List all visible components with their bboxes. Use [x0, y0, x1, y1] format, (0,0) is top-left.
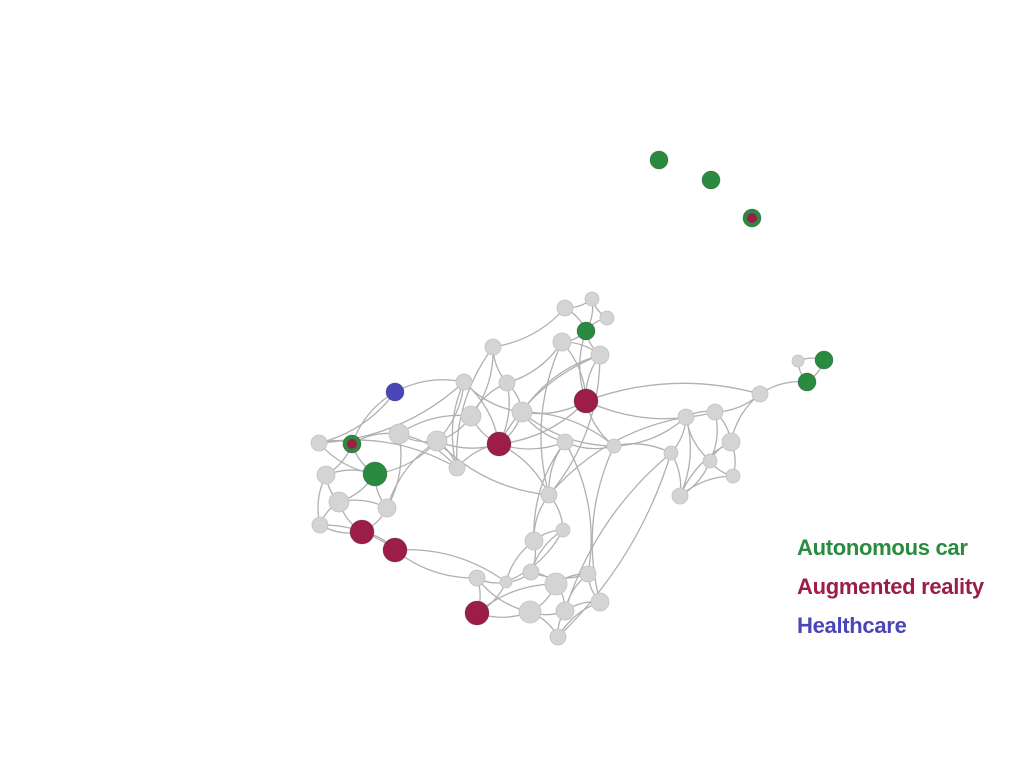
graph-node-other	[555, 601, 575, 621]
graph-edge	[548, 354, 601, 496]
graph-node-other	[328, 491, 350, 513]
graph-node-other	[552, 332, 572, 352]
graph-edge	[451, 381, 465, 469]
graph-node-autonomous-car	[649, 150, 669, 170]
graph-node-other	[540, 486, 558, 504]
graph-node-other	[455, 373, 473, 391]
graph-node-augmented-reality	[573, 388, 599, 414]
graph-node-other	[460, 405, 482, 427]
graph-node-other	[549, 628, 567, 646]
graph-node-other	[388, 423, 410, 445]
graph-node-autonomous-car	[701, 170, 721, 190]
edge-layer	[317, 298, 825, 638]
graph-edge	[521, 411, 615, 447]
graph-node-other	[377, 498, 397, 518]
graph-edge	[591, 445, 615, 603]
graph-node-healthcare	[385, 382, 405, 402]
graph-edge	[492, 307, 566, 348]
graph-edge	[679, 475, 734, 497]
graph-edge	[394, 548, 507, 583]
legend: Autonomous car Augmented reality Healthc…	[797, 528, 984, 645]
graph-node-other	[310, 434, 328, 452]
graph-node-other	[556, 433, 574, 451]
graph-node-other	[599, 310, 615, 326]
graph-node-other	[511, 401, 533, 423]
graph-node-other	[721, 432, 741, 452]
graph-node-autonomous-car	[362, 461, 388, 487]
graph-node-other	[606, 438, 622, 454]
legend-autonomous-car: Autonomous car	[797, 535, 968, 560]
graph-node-other	[484, 338, 502, 356]
graph-node-autonomous-car	[576, 321, 596, 341]
graph-node-other	[725, 468, 741, 484]
graph-node-other	[555, 522, 571, 538]
graph-node-other	[316, 465, 336, 485]
graph-edge	[679, 416, 692, 497]
graph-node-inner-augmented-reality	[347, 439, 357, 449]
legend-augmented-reality: Augmented reality	[797, 574, 984, 599]
graph-node-other	[499, 575, 513, 589]
graph-node-other	[468, 569, 486, 587]
graph-node-other	[544, 572, 568, 596]
graph-node-other	[311, 516, 329, 534]
graph-node-other	[590, 345, 610, 365]
graph-node-other	[791, 354, 805, 368]
graph-node-other	[524, 531, 544, 551]
graph-node-other	[498, 374, 516, 392]
graph-node-autonomous-car	[797, 372, 817, 392]
graph-node-other	[426, 430, 448, 452]
graph-edge	[585, 400, 716, 420]
graph-node-other	[590, 592, 610, 612]
graph-edge	[564, 441, 592, 575]
graph-node-augmented-reality	[382, 537, 408, 563]
node-layer	[310, 150, 834, 646]
graph-edge	[386, 440, 438, 509]
graph-node-other	[677, 408, 695, 426]
graph-node-other	[751, 385, 769, 403]
graph-node-other	[448, 459, 466, 477]
graph-edge	[456, 346, 494, 469]
graph-node-inner-augmented-reality	[747, 213, 757, 223]
graph-node-augmented-reality	[349, 519, 375, 545]
graph-edge	[564, 452, 672, 612]
graph-edge	[557, 452, 672, 638]
graph-node-other	[663, 445, 679, 461]
graph-edge	[679, 441, 732, 497]
graph-node-other	[518, 600, 542, 624]
graph-edge	[476, 583, 557, 614]
graph-node-other	[522, 563, 540, 581]
graph-node-other	[706, 403, 724, 421]
graph-node-augmented-reality	[464, 600, 490, 626]
graph-node-other	[556, 299, 574, 317]
graph-node-other	[671, 487, 689, 505]
graph-node-other	[584, 291, 600, 307]
graph-edge	[505, 529, 564, 583]
graph-node-other	[579, 565, 597, 583]
graph-edge	[394, 549, 478, 579]
graph-node-autonomous-car	[814, 350, 834, 370]
legend-healthcare: Healthcare	[797, 613, 907, 638]
graph-edge	[613, 416, 687, 447]
graph-edge	[470, 346, 494, 417]
graph-node-augmented-reality	[486, 431, 512, 457]
graph-edge	[533, 441, 566, 542]
graph-edge	[585, 382, 761, 402]
graph-edge	[498, 354, 601, 445]
graph-node-other	[702, 453, 718, 469]
graph-edge	[436, 440, 550, 496]
